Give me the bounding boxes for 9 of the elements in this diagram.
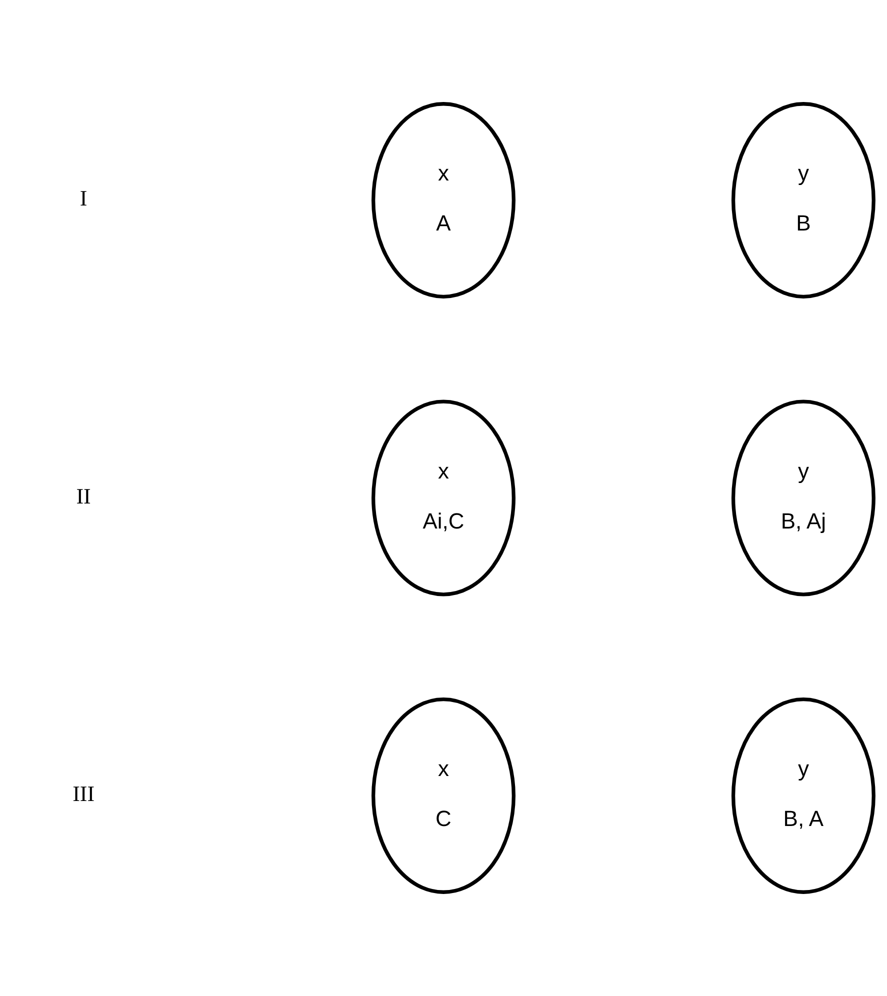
node-ellipse: y B	[731, 102, 876, 298]
node-ellipse: x C	[372, 698, 516, 894]
label: I	[80, 186, 88, 211]
node-ellipse: y B, A	[731, 698, 876, 894]
node-ellipse: y B, Aj	[731, 400, 876, 596]
node-ellipse: x Ai,C	[372, 400, 516, 596]
label: II	[76, 483, 91, 508]
node-ellipse: x A	[372, 102, 516, 298]
label: III	[72, 781, 95, 806]
